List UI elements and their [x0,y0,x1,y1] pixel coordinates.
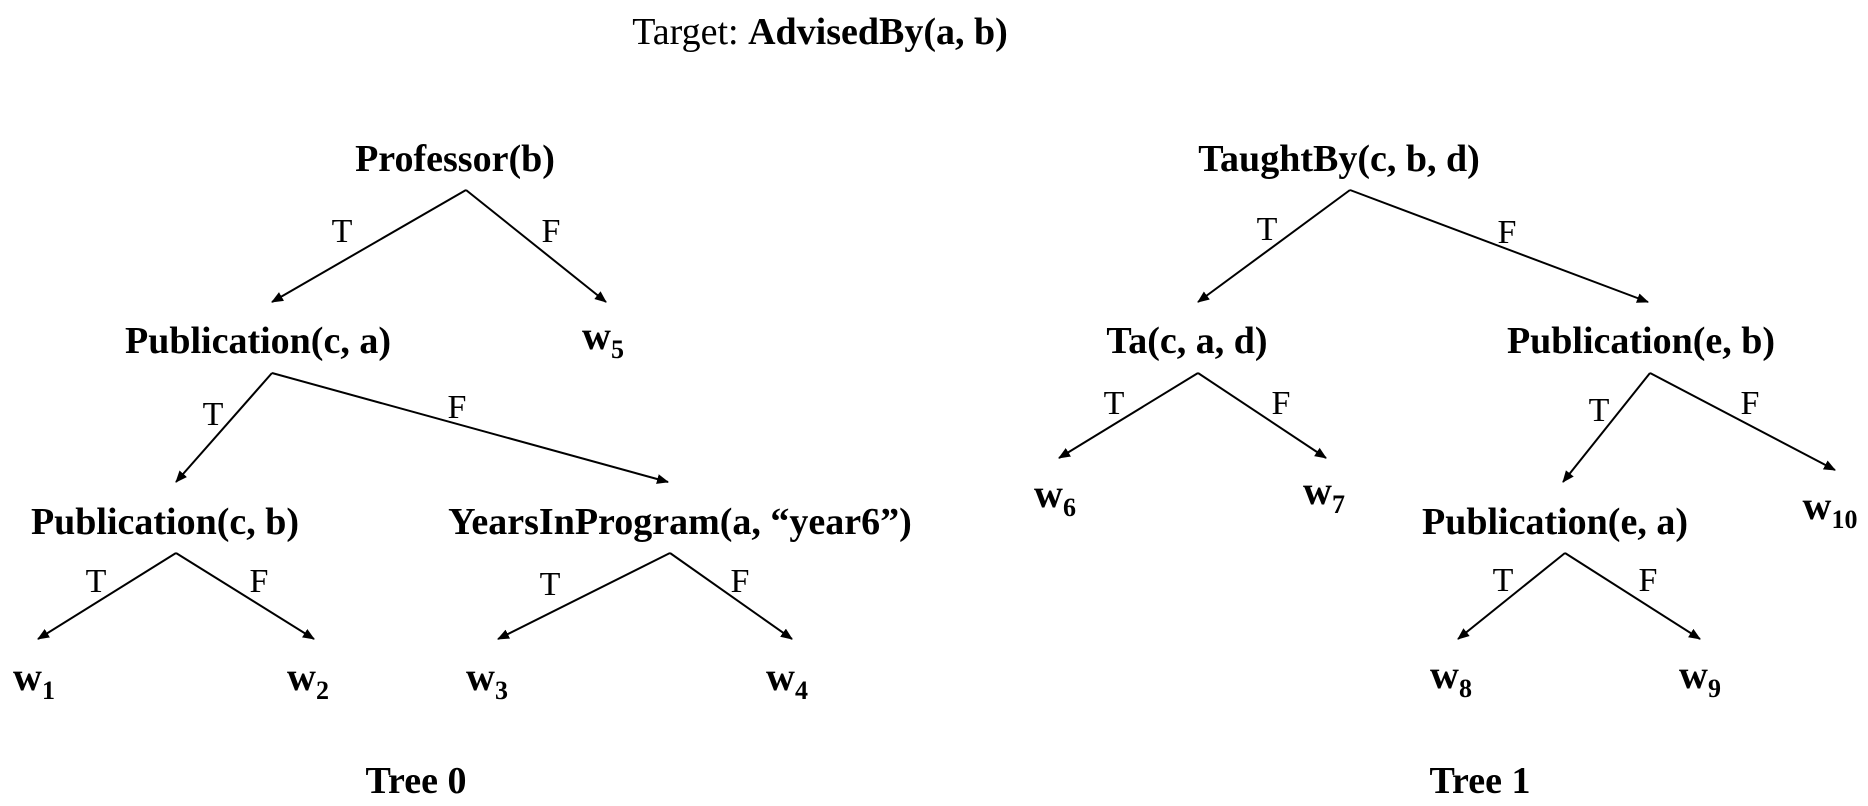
edge-label-true: T [1104,385,1125,422]
edge-ta-true [1058,372,1199,459]
tree-node: YearsInProgram(a, “year6”) [448,501,912,543]
tree-0-leaves: w1 w2 w3 w4 w5 [13,313,808,705]
edge-label-false: F [542,213,561,250]
tree-node: Professor(b) [355,138,555,180]
edge-label-true: T [1589,392,1610,429]
tree-0-nodes: Professor(b) Publication(c, a) Publicati… [31,138,912,543]
tree-1-leaves: w6 w7 w8 w9 w10 [1034,468,1857,703]
edge-label-true: T [203,396,224,433]
target-prefix: Target: [632,11,748,53]
edge-label-false: F [1639,562,1658,599]
leaf-subscript: 3 [495,676,508,705]
edge-yearsinprogram-false [669,552,793,640]
leaf-base: w [1430,652,1459,697]
edge-publication-ca-false [271,372,669,484]
edge-professor-true [271,189,467,303]
edge-ta-false [1197,372,1327,459]
tree-node: Publication(c, a) [125,320,391,362]
edge-publication-eb-false [1649,372,1836,471]
tree-node: Publication(e, a) [1422,501,1688,543]
edge-label-true: T [540,566,561,603]
edge-label-true: T [1257,211,1278,248]
leaf-weight: w1 [13,654,55,705]
leaf-weight: w9 [1679,652,1721,703]
tree-1-nodes: TaughtBy(c, b, d) Ta(c, a, d) Publicatio… [1106,138,1775,543]
leaf-weight: w6 [1034,471,1076,522]
tree-node: TaughtBy(c, b, d) [1198,138,1480,180]
edge-label-false: F [250,563,269,600]
edge-label-false: F [731,563,750,600]
leaf-base: w [287,654,316,699]
leaf-weight: w3 [466,654,508,705]
leaf-weight: w5 [582,313,624,364]
leaf-base: w [1803,483,1832,528]
tree-1-caption: Tree 1 [1430,760,1531,802]
edge-publication-ea-false [1564,552,1701,640]
edge-label-false: F [448,389,467,426]
leaf-subscript: 8 [1459,674,1472,703]
leaf-weight: w8 [1430,652,1472,703]
leaf-base: w [1679,652,1708,697]
edge-label-false: F [1741,385,1760,422]
leaf-base: w [13,654,42,699]
edge-publication-ca-true [175,372,273,483]
tree-0-edges [37,189,793,640]
leaf-base: w [582,313,611,358]
tree-node: Publication(e, b) [1507,320,1775,362]
edge-taughtby-false [1349,189,1649,303]
edge-taughtby-true [1197,189,1351,303]
edge-publication-cb-true [37,552,177,640]
tree-0-edge-labels: T F T F T F T F [86,213,750,603]
edge-label-true: T [1493,562,1514,599]
tree-0-caption: Tree 0 [366,760,467,802]
target-value: AdvisedBy(a, b) [748,11,1008,53]
edge-label-false: F [1272,385,1291,422]
leaf-weight: w2 [287,654,329,705]
target-title: Target: AdvisedBy(a, b) [632,11,1008,53]
leaf-subscript: 10 [1831,505,1857,534]
leaf-weight: w7 [1303,468,1345,519]
leaf-base: w [466,654,495,699]
edge-label-true: T [86,563,107,600]
edge-label-true: T [332,213,353,250]
leaf-weight: w4 [766,654,808,705]
edge-yearsinprogram-true [497,552,671,640]
leaf-subscript: 2 [316,676,329,705]
edge-publication-eb-true [1562,372,1651,483]
edge-professor-false [465,189,607,303]
tree-node: Publication(c, b) [31,501,299,543]
leaf-base: w [766,654,795,699]
leaf-weight: w10 [1803,483,1858,534]
leaf-base: w [1303,468,1332,513]
edge-publication-ea-true [1457,552,1566,640]
leaf-subscript: 7 [1332,490,1345,519]
tree-node: Ta(c, a, d) [1106,320,1267,362]
tree-1-edge-labels: T F T F T F T F [1104,211,1760,599]
tree-1-edges [1058,189,1836,640]
edge-label-false: F [1498,214,1517,251]
leaf-subscript: 5 [611,335,624,364]
leaf-subscript: 9 [1708,674,1721,703]
leaf-subscript: 6 [1063,493,1076,522]
edge-publication-cb-false [175,552,315,640]
leaf-base: w [1034,471,1063,516]
leaf-subscript: 4 [795,676,808,705]
leaf-subscript: 1 [42,676,55,705]
